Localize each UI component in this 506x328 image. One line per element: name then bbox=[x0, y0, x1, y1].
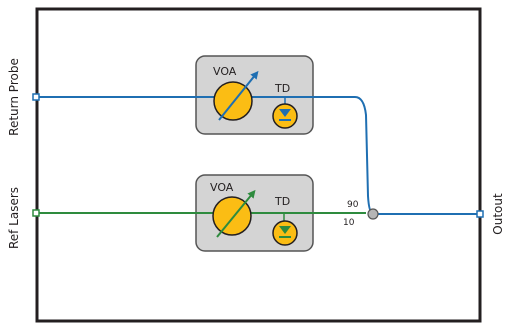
label-output: Outout bbox=[491, 193, 505, 235]
coupler-ratio-top: 90 bbox=[347, 200, 359, 210]
td-bottom-arrow-icon bbox=[279, 226, 291, 234]
td-top-arrow-icon bbox=[279, 109, 291, 117]
td-label: TD bbox=[274, 195, 290, 208]
coupler: 90 10 bbox=[343, 200, 379, 228]
voa-label: VOA bbox=[213, 65, 237, 78]
label-return-probe: Return Probe bbox=[7, 58, 21, 136]
voa-bottom-arrow-icon bbox=[216, 189, 256, 238]
port-return-probe bbox=[32, 93, 40, 101]
coupler-ratio-bottom: 10 bbox=[343, 218, 355, 228]
enclosure-frame bbox=[35, 7, 482, 323]
td-top bbox=[272, 103, 298, 129]
port-output bbox=[476, 210, 484, 218]
voa-bottom bbox=[212, 189, 256, 238]
voa-top-arrow-icon bbox=[218, 70, 259, 121]
voa-top bbox=[213, 70, 259, 121]
label-ref-lasers: Ref Lasers bbox=[7, 187, 21, 249]
port-ref-lasers bbox=[32, 209, 40, 217]
td-bottom bbox=[272, 220, 298, 246]
coupler-icon bbox=[367, 208, 379, 220]
voa-label: VOA bbox=[210, 181, 234, 194]
td-label: TD bbox=[274, 82, 290, 95]
